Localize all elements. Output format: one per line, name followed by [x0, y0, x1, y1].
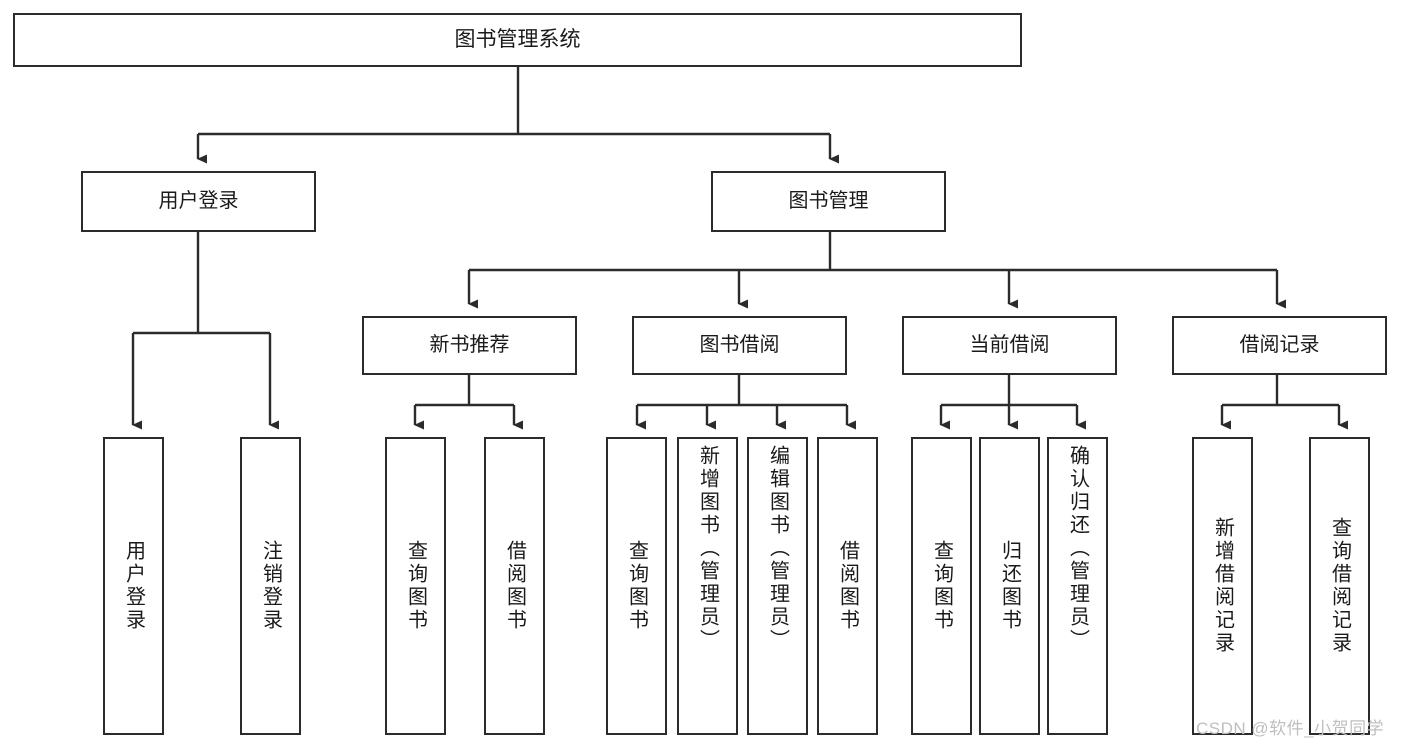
node-leaf-query-book-current[interactable]: 查询图书 — [911, 437, 972, 735]
node-label: 注销登录 — [259, 540, 282, 632]
node-label: 查询图书 — [625, 540, 648, 632]
node-leaf-borrow-book[interactable]: 借阅图书 — [817, 437, 878, 735]
node-leaf-edit-book-admin[interactable]: 编辑图书（管理员） — [747, 437, 808, 735]
node-root-book-management-system[interactable]: 图书管理系统 — [13, 13, 1022, 67]
node-label: 借阅图书 — [503, 540, 526, 632]
node-label: 用户登录 — [158, 189, 239, 212]
node-leaf-borrow-book-recommend[interactable]: 借阅图书 — [484, 437, 545, 735]
node-leaf-add-book-admin[interactable]: 新增图书（管理员） — [677, 437, 738, 735]
node-book-management[interactable]: 图书管理 — [711, 171, 946, 232]
node-leaf-return-book[interactable]: 归还图书 — [979, 437, 1040, 735]
node-label: 查询借阅记录 — [1328, 517, 1351, 655]
node-label: 新增图书（管理员） — [696, 445, 719, 652]
node-label: 图书借阅 — [699, 333, 780, 356]
node-leaf-logout-login[interactable]: 注销登录 — [240, 437, 301, 735]
node-label: 确认归还（管理员） — [1066, 445, 1089, 652]
csdn-watermark: CSDN @软件_小贺同学 — [1196, 719, 1385, 738]
node-new-book-recommend[interactable]: 新书推荐 — [362, 316, 577, 375]
node-label: 借阅图书 — [836, 540, 859, 632]
node-leaf-confirm-return-admin[interactable]: 确认归还（管理员） — [1047, 437, 1108, 735]
node-current-borrow[interactable]: 当前借阅 — [902, 316, 1117, 375]
node-leaf-add-borrow-record[interactable]: 新增借阅记录 — [1192, 437, 1253, 735]
node-label: 新书推荐 — [429, 333, 510, 356]
node-label: 编辑图书（管理员） — [766, 445, 789, 652]
node-user-login[interactable]: 用户登录 — [81, 171, 316, 232]
node-leaf-query-book-borrow[interactable]: 查询图书 — [606, 437, 667, 735]
node-leaf-user-login[interactable]: 用户登录 — [103, 437, 164, 735]
node-label: 图书管理系统 — [454, 27, 581, 51]
node-label: 归还图书 — [998, 540, 1021, 632]
node-label: 图书管理 — [788, 189, 869, 212]
node-label: 用户登录 — [122, 540, 145, 632]
node-label: 查询图书 — [404, 540, 427, 632]
node-label: 查询图书 — [930, 540, 953, 632]
node-label: 新增借阅记录 — [1211, 517, 1234, 655]
node-label: 当前借阅 — [969, 333, 1050, 356]
node-leaf-query-borrow-record[interactable]: 查询借阅记录 — [1309, 437, 1370, 735]
node-book-borrow[interactable]: 图书借阅 — [632, 316, 847, 375]
node-borrow-record[interactable]: 借阅记录 — [1172, 316, 1387, 375]
node-label: 借阅记录 — [1239, 333, 1320, 356]
node-leaf-query-book-recommend[interactable]: 查询图书 — [385, 437, 446, 735]
